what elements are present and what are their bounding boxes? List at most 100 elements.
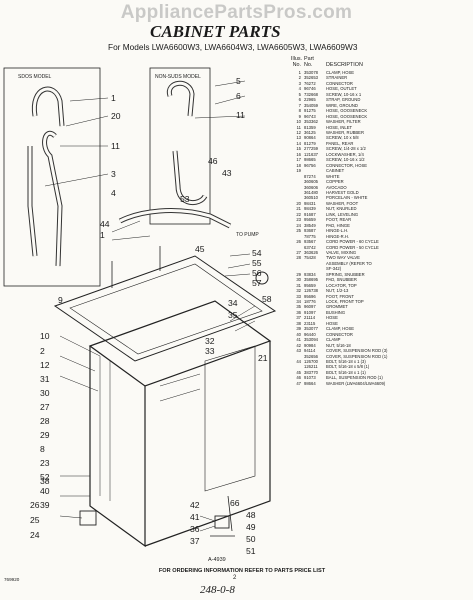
illus-number: 22 bbox=[296, 211, 301, 217]
callout: 45 bbox=[195, 244, 205, 254]
part-description: HINGE-R.H. bbox=[326, 233, 350, 239]
part-number: 95659 bbox=[304, 217, 316, 223]
part-description: CONNECTOR bbox=[326, 331, 353, 337]
callout: 41 bbox=[190, 512, 200, 522]
part-number: 353362 bbox=[304, 119, 318, 125]
part-description: WASHER, FILTER bbox=[326, 119, 361, 125]
part-description: PAD, SNUBBER bbox=[326, 277, 357, 283]
callout: 66 bbox=[230, 498, 240, 508]
part-description: TWO WAY VALVE bbox=[326, 255, 360, 261]
callout: 11 bbox=[111, 141, 120, 151]
part-number: 96756 bbox=[304, 162, 316, 168]
part-number: 93834 bbox=[304, 271, 316, 277]
illus-number: 10 bbox=[296, 119, 301, 125]
illus-number: 2 bbox=[298, 75, 301, 81]
header-description: DESCRIPTION bbox=[326, 62, 363, 69]
part-description: BOLT, 5/16-18 x 1 (3) bbox=[326, 359, 366, 365]
handwritten-note: 248-0-8 bbox=[200, 584, 235, 596]
callout: 10 bbox=[40, 331, 50, 341]
part-number: 81359 bbox=[304, 124, 316, 130]
part-description: CONNECTOR bbox=[326, 80, 353, 86]
part-description: HOSE bbox=[326, 315, 338, 321]
part-number: 23115 bbox=[304, 320, 316, 326]
callout: 58 bbox=[262, 294, 272, 304]
callout: 12 bbox=[40, 360, 50, 370]
callout: 31 bbox=[40, 374, 50, 384]
part-number: 126211 bbox=[304, 364, 318, 370]
part-number: 21114 bbox=[304, 315, 316, 321]
illus-number: 40 bbox=[296, 331, 301, 337]
part-description: SF-342) bbox=[326, 266, 342, 272]
illus-number: 39 bbox=[296, 326, 301, 332]
callout: 36 bbox=[190, 524, 200, 534]
part-number: 360606 bbox=[304, 184, 318, 190]
part-description: FOOT, REAR bbox=[326, 217, 352, 223]
part-number: 36125 bbox=[304, 129, 316, 135]
callout: 54 bbox=[252, 248, 262, 258]
header-part: Part bbox=[304, 56, 314, 62]
callout: 6 bbox=[236, 91, 241, 101]
illus-number: 32 bbox=[296, 288, 301, 294]
part-description: LOCK, FRONT TOP bbox=[326, 299, 364, 305]
illus-number: 46 bbox=[296, 375, 301, 381]
part-number: 358695 bbox=[304, 277, 318, 283]
part-number: 96746 bbox=[304, 86, 316, 92]
part-description: PORCELAIN - WHITE bbox=[326, 195, 368, 201]
illus-number: 14 bbox=[296, 140, 301, 146]
illus-number: 18 bbox=[296, 162, 301, 168]
part-number: 90984 bbox=[304, 342, 316, 348]
to-pump-label: TO PUMP bbox=[236, 232, 259, 238]
part-number: 360605 bbox=[304, 179, 318, 185]
illus-number: 43 bbox=[296, 348, 301, 354]
callout: 20 bbox=[111, 111, 121, 121]
part-number: 363626 bbox=[304, 249, 318, 255]
illus-number: 45 bbox=[296, 369, 301, 375]
part-number: 95696 bbox=[304, 293, 316, 299]
callout: 32 bbox=[205, 336, 215, 346]
illus-number: 24 bbox=[296, 222, 301, 228]
part-description: CONNECTOR, HOSE bbox=[326, 162, 368, 168]
illus-number: 23 bbox=[296, 217, 301, 223]
callout: 29 bbox=[40, 430, 50, 440]
callout: 34 bbox=[228, 298, 238, 308]
part-description: CABINET bbox=[326, 168, 345, 174]
part-number: 95659 bbox=[304, 282, 316, 288]
illus-number: 4 bbox=[298, 86, 301, 92]
part-description: GROMMET bbox=[326, 304, 348, 310]
part-description: ASSEMBLY (REFER TO bbox=[326, 260, 372, 266]
callout: 5 bbox=[236, 76, 241, 86]
callout: 39 bbox=[40, 500, 50, 510]
callout-numbers: 1 20 11 3 4 44 1 45 5 6 11 46 43 53 54 5… bbox=[30, 76, 272, 556]
illus-number: 3 bbox=[298, 80, 301, 86]
illus-number: 38 bbox=[296, 320, 301, 326]
illus-number: 44 bbox=[296, 359, 301, 365]
part-description: HARVEST GOLD bbox=[326, 189, 359, 195]
part-number: 360510 bbox=[304, 195, 318, 201]
header-no: No. bbox=[292, 62, 301, 69]
part-number: 126700 bbox=[304, 359, 318, 365]
part-description: CLAMP bbox=[326, 337, 341, 343]
part-description: COVER, SUSPENSION ROD (3) bbox=[326, 348, 388, 354]
part-number: 18776 bbox=[304, 299, 316, 305]
callout: 42 bbox=[190, 500, 200, 510]
part-description: LOCATOR, TOP bbox=[326, 282, 357, 288]
part-number: 121637 bbox=[304, 151, 318, 157]
illus-number: 27 bbox=[296, 249, 301, 255]
part-number: 383770 bbox=[304, 369, 318, 375]
